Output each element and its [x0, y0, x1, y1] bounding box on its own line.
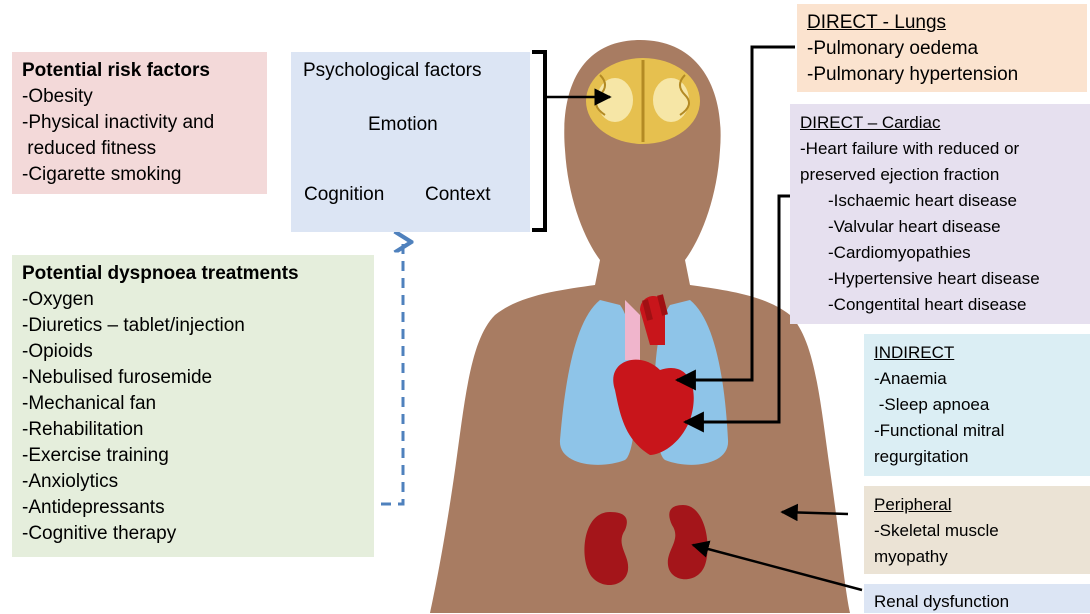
risk-factors-box: Potential risk factors -Obesity -Physica… — [12, 52, 267, 194]
treatment-item: -Rehabilitation — [22, 417, 364, 443]
direct-cardiac-subitem: -Congentital heart disease — [800, 292, 1080, 318]
peripheral-title: Peripheral — [874, 492, 1080, 518]
direct-cardiac-title: DIRECT – Cardiac — [800, 110, 1080, 136]
psych-bracket — [532, 52, 545, 230]
treatment-item: -Diuretics – tablet/injection — [22, 313, 364, 339]
direct-cardiac-subitem: -Valvular heart disease — [800, 214, 1080, 240]
indirect-box: INDIRECT -Anaemia -Sleep apnoea -Functio… — [864, 334, 1090, 476]
risk-factor-item: -Physical inactivity and — [22, 110, 257, 136]
risk-factor-item: -Cigarette smoking — [22, 162, 257, 188]
treatment-item: -Cognitive therapy — [22, 521, 364, 547]
cognition-label: Cognition — [304, 184, 384, 206]
indirect-item: -Anaemia — [874, 366, 1080, 392]
treatment-item: -Mechanical fan — [22, 391, 364, 417]
risk-factors-title: Potential risk factors — [22, 58, 257, 84]
direct-cardiac-item: -Heart failure with reduced or — [800, 136, 1080, 162]
direct-cardiac-subitem: -Ischaemic heart disease — [800, 188, 1080, 214]
risk-factor-item: -Obesity — [22, 84, 257, 110]
treatment-item: -Opioids — [22, 339, 364, 365]
treatment-item: -Antidepressants — [22, 495, 364, 521]
treatments-title: Potential dyspnoea treatments — [22, 261, 364, 287]
direct-cardiac-item: preserved ejection fraction — [800, 162, 1080, 188]
risk-factor-item: reduced fitness — [22, 136, 257, 162]
direct-lungs-item: -Pulmonary hypertension — [807, 62, 1077, 88]
direct-cardiac-box: DIRECT – Cardiac -Heart failure with red… — [790, 104, 1090, 324]
emotion-label: Emotion — [368, 114, 438, 136]
peripheral-box: Peripheral -Skeletal muscle myopathy — [864, 486, 1090, 574]
treatment-item: -Exercise training — [22, 443, 364, 469]
brain-image — [586, 58, 700, 144]
treatments-box: Potential dyspnoea treatments -Oxygen -D… — [12, 255, 374, 557]
renal-box: Renal dysfunction — [864, 584, 1090, 613]
direct-cardiac-subitem: -Hypertensive heart disease — [800, 266, 1080, 292]
indirect-item: -Functional mitral — [874, 418, 1080, 444]
direct-cardiac-subitem: -Cardiomyopathies — [800, 240, 1080, 266]
peripheral-item: -Skeletal muscle — [874, 518, 1080, 544]
psychological-factors-box: Psychological factors Emotion Cognition … — [291, 52, 530, 232]
treatment-item: -Anxiolytics — [22, 469, 364, 495]
direct-lungs-box: DIRECT - Lungs -Pulmonary oedema -Pulmon… — [797, 4, 1087, 92]
context-label: Context — [425, 184, 490, 206]
treatment-item: -Nebulised furosemide — [22, 365, 364, 391]
treatment-item: -Oxygen — [22, 287, 364, 313]
psychological-factors-title: Psychological factors — [303, 60, 481, 82]
indirect-item: regurgitation — [874, 444, 1080, 470]
renal-title: Renal dysfunction — [874, 590, 1080, 614]
peripheral-item: myopathy — [874, 544, 1080, 570]
indirect-title: INDIRECT — [874, 340, 1080, 366]
indirect-item: -Sleep apnoea — [874, 392, 1080, 418]
direct-lungs-title: DIRECT - Lungs — [807, 10, 1077, 36]
direct-lungs-item: -Pulmonary oedema — [807, 36, 1077, 62]
